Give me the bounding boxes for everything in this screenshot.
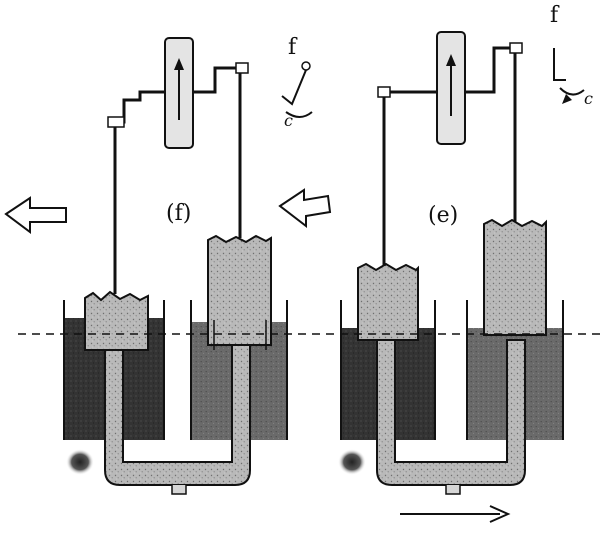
right-crank-rotation-arrow-icon <box>559 87 585 96</box>
left-u-tube-drain <box>171 485 187 495</box>
left-crankshaft <box>108 66 247 124</box>
right-heat-source <box>338 449 366 475</box>
left-crank-bearing-1 <box>107 116 125 128</box>
left-crank-label-c: c <box>284 111 293 130</box>
engine-right: f c (e) <box>338 3 593 495</box>
right-flywheel-arrow-head-icon <box>446 54 456 66</box>
left-panel-label: (f) <box>166 201 191 226</box>
left-crank-label-f: f <box>288 35 298 60</box>
right-cold-piston <box>483 218 547 336</box>
left-cold-piston <box>207 234 272 346</box>
right-crank-sketch <box>553 48 566 81</box>
left-crank-rotation-arrow-icon <box>285 111 313 118</box>
left-hot-piston <box>84 290 149 351</box>
arrow-left-outline-icon-center <box>278 188 332 229</box>
arrow-left-outline-icon <box>4 196 67 234</box>
arrow-right-icon <box>489 505 511 523</box>
left-crank-bearing-2 <box>235 62 249 74</box>
right-hot-piston <box>357 262 419 341</box>
right-crank-rotation-arrow-head-icon <box>562 94 572 104</box>
left-heat-source <box>66 449 94 475</box>
right-u-tube-drain <box>445 485 461 495</box>
right-crankshaft <box>378 46 522 94</box>
right-crank-bearing-1 <box>377 86 391 98</box>
left-crank-sketch <box>281 69 307 106</box>
right-u-tube <box>376 334 526 486</box>
engine-left: f c (f) <box>63 35 313 495</box>
right-panel-label: (e) <box>428 203 458 228</box>
right-crank-label-c: c <box>584 89 593 108</box>
left-flywheel-arrow-head-icon <box>174 58 184 70</box>
left-crank-sketch-joint <box>301 61 311 71</box>
right-crank-bearing-2 <box>509 42 523 54</box>
right-crank-label-f: f <box>550 3 560 28</box>
